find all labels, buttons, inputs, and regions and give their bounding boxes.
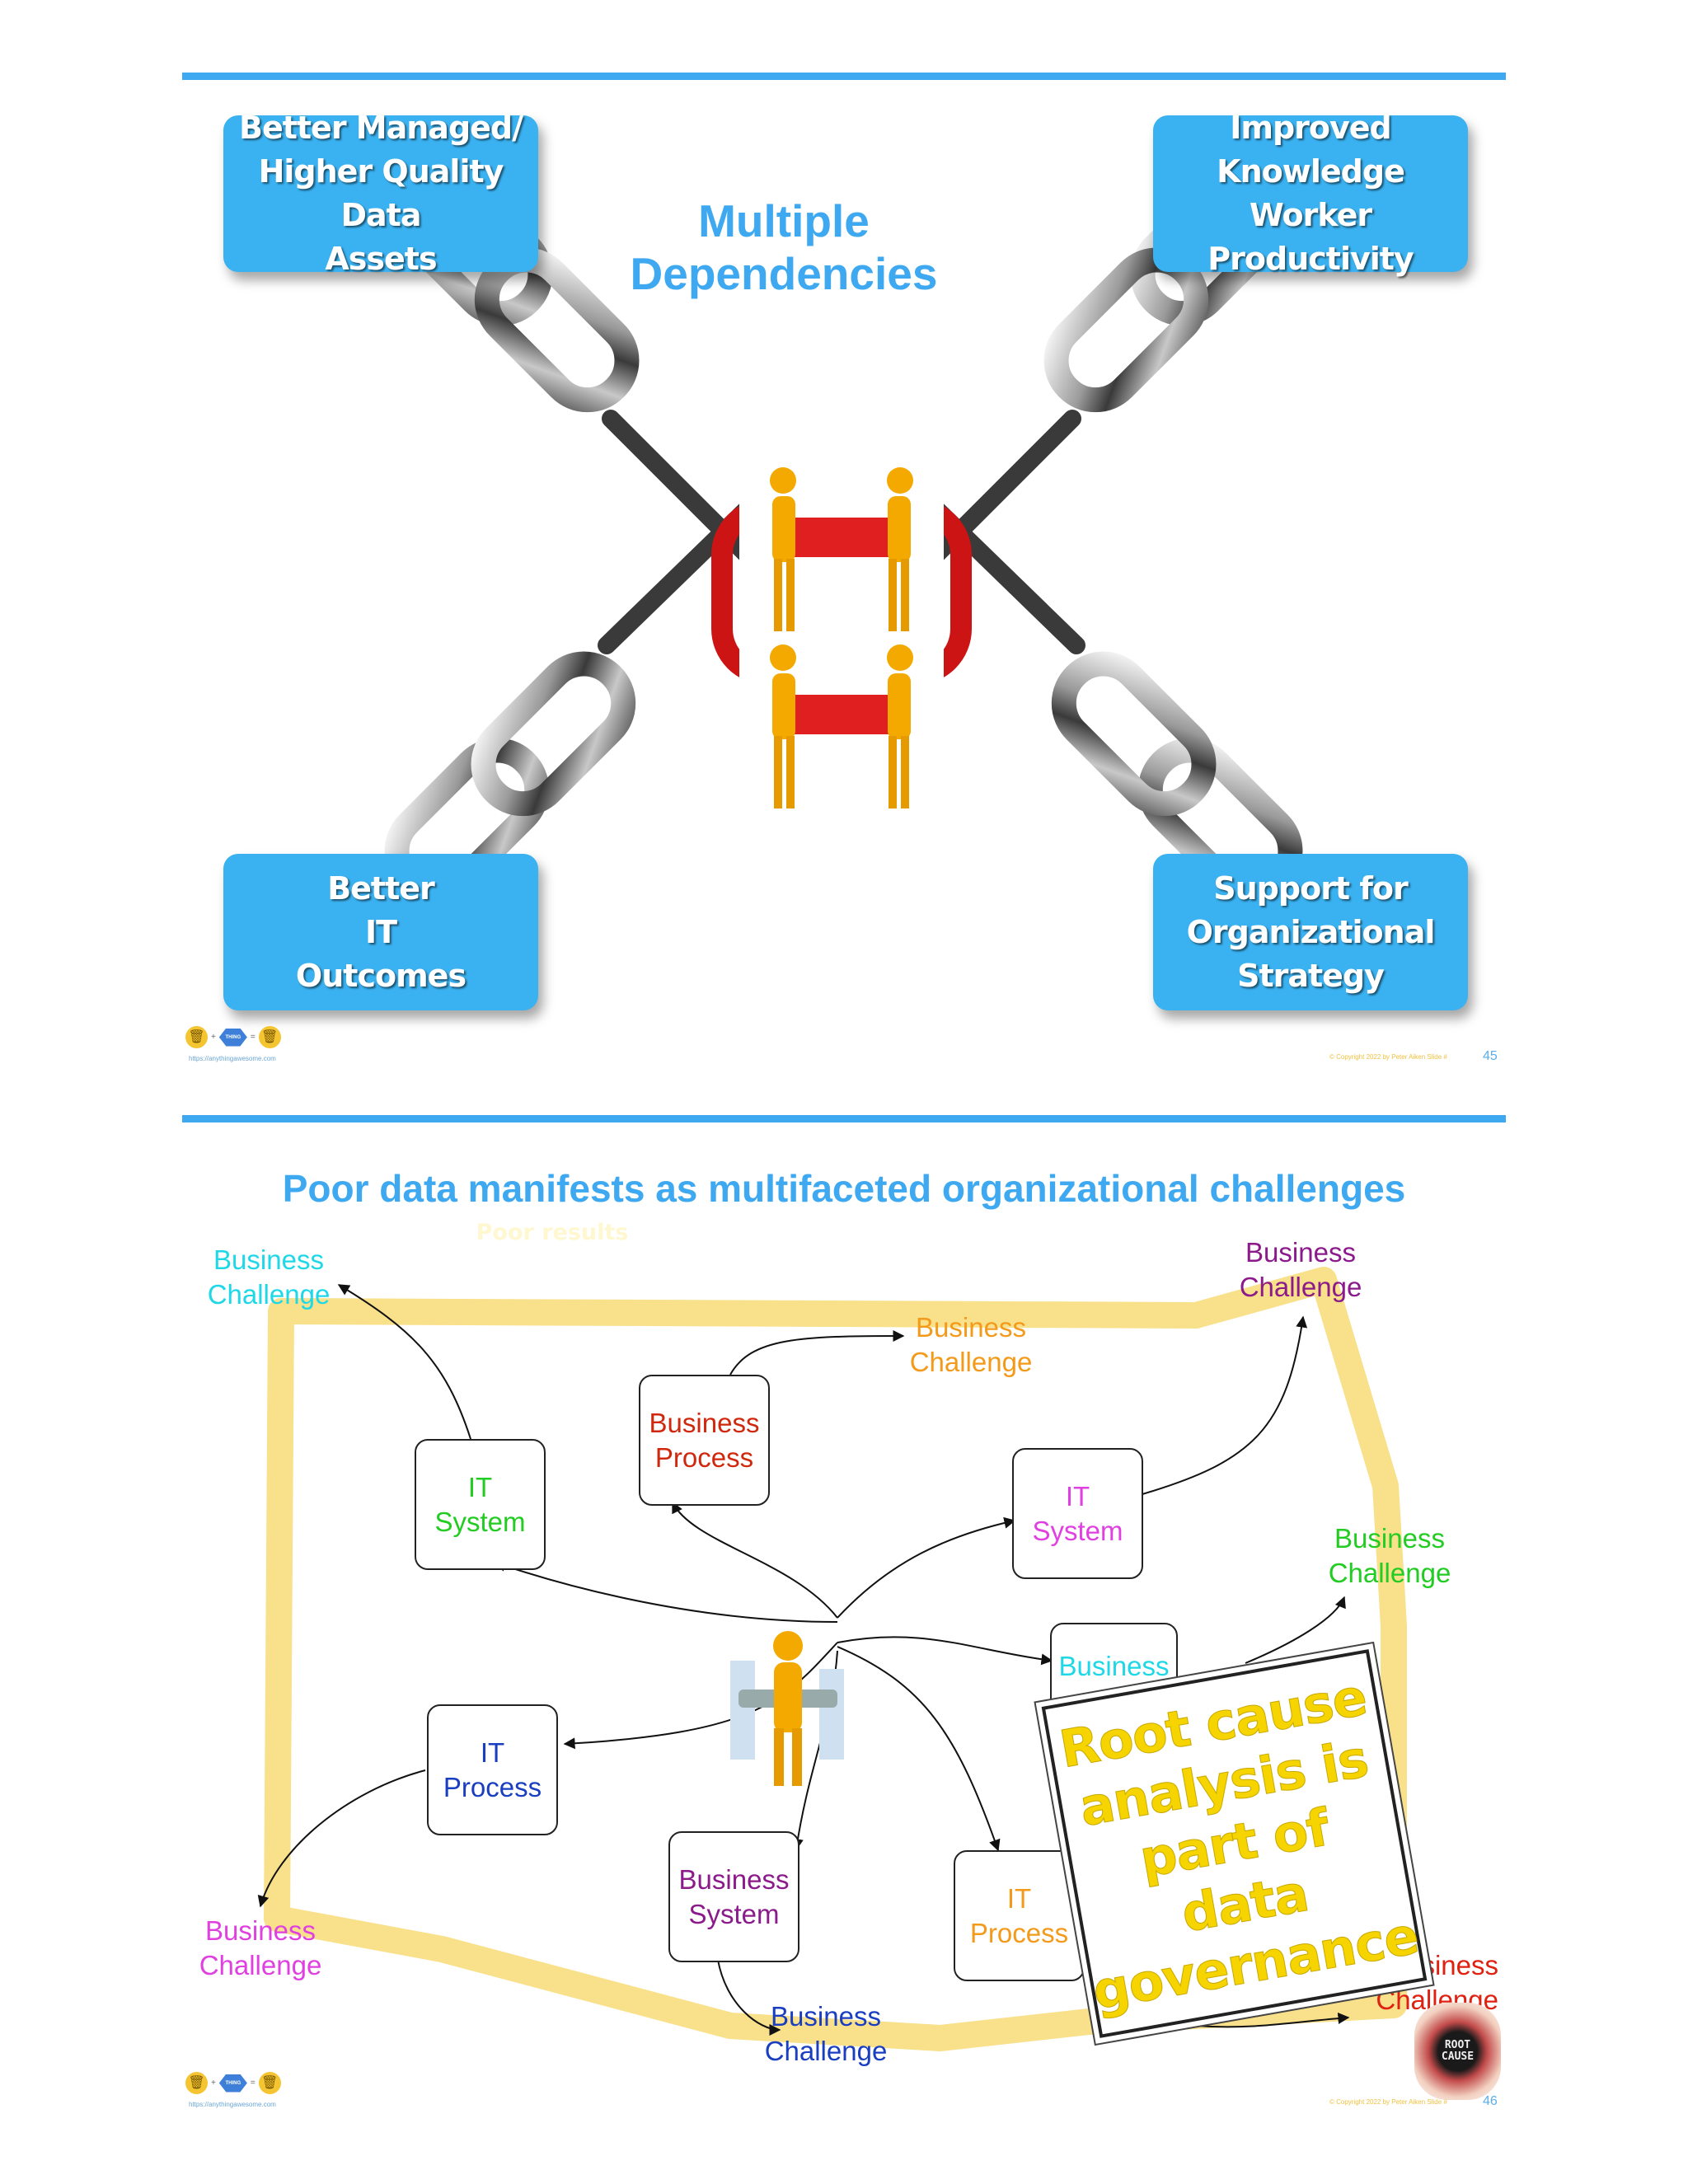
page-number: 46 <box>1483 2094 1498 2108</box>
challenge-label-green: Business Challenge <box>1328 1523 1451 1588</box>
callout-it-outcomes: Better IT Outcomes <box>223 854 538 1010</box>
root-cause-text: Root cause analysis is part of data gove… <box>1055 1666 1423 2022</box>
challenge-label-cyan: Business Challenge <box>207 1244 331 1310</box>
callout-data-assets: Better Managed/ Higher Quality Data Asse… <box>223 110 538 277</box>
person-pulling-chain-icon <box>730 1631 844 1786</box>
screaming-mouth-icon: ROOT CAUSE <box>1414 2003 1501 2100</box>
slide-poor-data-challenges: Poor data manifests as multifaceted orga… <box>182 1115 1506 2113</box>
footer-copyright: © Copyright 2022 by Peter Aiken Slide # <box>1329 2098 1447 2106</box>
slide-title: Poor data manifests as multifaceted orga… <box>282 1167 1406 1210</box>
slide-title: Multiple Dependencies <box>630 195 938 299</box>
mouth-label: ROOT CAUSE <box>1441 2039 1475 2063</box>
footer-copyright: © Copyright 2022 by Peter Aiken Slide # <box>1329 1053 1447 1061</box>
band-label: Poor results <box>476 1220 629 1245</box>
node-it-process-right: IT Process <box>954 1850 1085 1981</box>
page-number: 45 <box>1483 1049 1498 1063</box>
challenge-label-purple: Business Challenge <box>1239 1237 1362 1302</box>
callout-organizational-strategy: Support for Organizational Strategy <box>1153 854 1468 1010</box>
chain-link-icon <box>1051 651 1217 817</box>
anything-awesome-logo: 🗑+THING=🗑 <box>185 2072 281 2094</box>
footer-url: https://anythingawesome.com <box>189 1055 276 1062</box>
slide-top-bar <box>182 1115 1506 1122</box>
footer-url: https://anythingawesome.com <box>189 2101 276 2108</box>
chain-link-icon <box>471 651 636 817</box>
node-it-system-right: IT System <box>1012 1448 1143 1579</box>
person-pulling-chain-icon <box>739 464 944 641</box>
chains-illustration <box>384 161 1303 903</box>
challenge-label-orange: Business Challenge <box>909 1312 1033 1377</box>
slide-top-bar <box>182 73 1506 80</box>
root-cause-stamp: Root cause analysis is part of data gove… <box>1041 1649 1428 2038</box>
node-it-system-left: IT System <box>415 1439 546 1570</box>
challenge-label-magenta: Business Challenge <box>199 1915 322 1980</box>
node-business-system: Business System <box>668 1831 799 1962</box>
node-it-process-left: IT Process <box>427 1704 558 1835</box>
slide-multiple-dependencies: Better Managed/ Higher Quality Data Asse… <box>182 73 1506 1068</box>
anything-awesome-logo: 🗑+THING=🗑 <box>185 1026 281 1048</box>
callout-knowledge-worker: Improved Knowledge Worker Productivity <box>1153 110 1468 277</box>
challenge-label-blue: Business Challenge <box>764 2001 888 2066</box>
node-business-process: Business Process <box>639 1375 770 1506</box>
person-pulling-chain-icon <box>739 641 944 818</box>
